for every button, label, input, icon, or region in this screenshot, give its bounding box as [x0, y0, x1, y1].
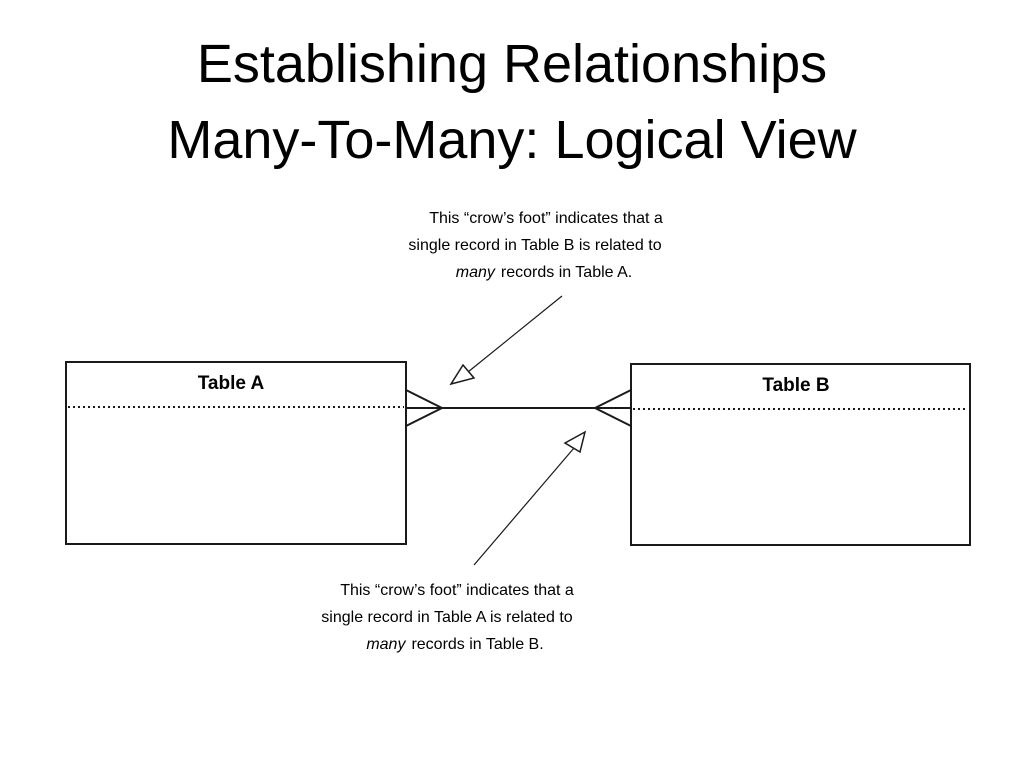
table-a: Table A	[65, 361, 407, 545]
crows-foot-table-b	[594, 389, 632, 427]
table-a-box	[65, 361, 407, 545]
table-b: Table B	[630, 363, 971, 546]
annotation-bottom-line-3-rest: records in Table B.	[411, 636, 543, 653]
table-b-name: Table B	[762, 375, 829, 396]
annotation-bottom-line-1: This “crow’s foot” indicates that a	[340, 582, 574, 599]
annotation-bottom: This “crow’s foot” indicates that a sing…	[321, 582, 574, 653]
annotation-top-line-3: many records in Table A.	[456, 264, 632, 281]
slide-title: Establishing Relationships Many-To-Many:…	[0, 26, 1024, 178]
annotation-bottom-arrow	[473, 430, 587, 566]
annotation-bottom-emphasis: many	[366, 636, 406, 653]
table-a-name: Table A	[198, 373, 265, 394]
annotation-top-arrow	[449, 295, 563, 386]
annotation-top-line-2: single record in Table B is related to	[408, 237, 661, 254]
annotation-top-arrowhead	[449, 363, 476, 386]
annotation-bottom-line-2: single record in Table A is related to	[321, 609, 573, 626]
annotation-top: This “crow’s foot” indicates that a sing…	[408, 210, 662, 281]
table-b-box	[630, 363, 971, 546]
annotation-top-line-1: This “crow’s foot” indicates that a	[429, 210, 663, 227]
annotation-top-emphasis: many	[456, 264, 496, 281]
annotation-top-line-3-rest: records in Table A.	[501, 264, 632, 281]
slide-title-line-2: Many-To-Many: Logical View	[167, 110, 857, 170]
annotation-bottom-arrowhead	[563, 430, 587, 454]
crows-foot-table-a	[405, 389, 443, 427]
slide-title-line-1: Establishing Relationships	[196, 34, 828, 94]
annotation-bottom-line-3: many records in Table B.	[366, 636, 543, 653]
